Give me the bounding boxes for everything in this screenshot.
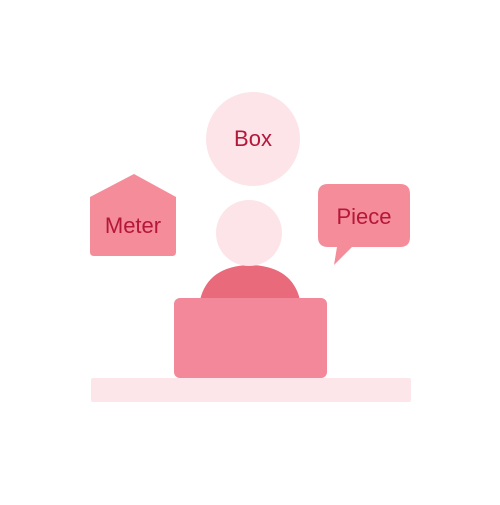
person-head — [216, 200, 282, 266]
piece-label: Piece — [336, 204, 392, 229]
meter-label: Meter — [104, 213, 162, 238]
desk — [91, 378, 411, 402]
person-body — [200, 265, 300, 300]
laptop — [174, 298, 327, 378]
piece-speech-bubble-icon — [318, 184, 410, 265]
box-label: Box — [234, 126, 272, 151]
meter-house-icon — [90, 174, 176, 256]
box-circle — [206, 92, 300, 186]
